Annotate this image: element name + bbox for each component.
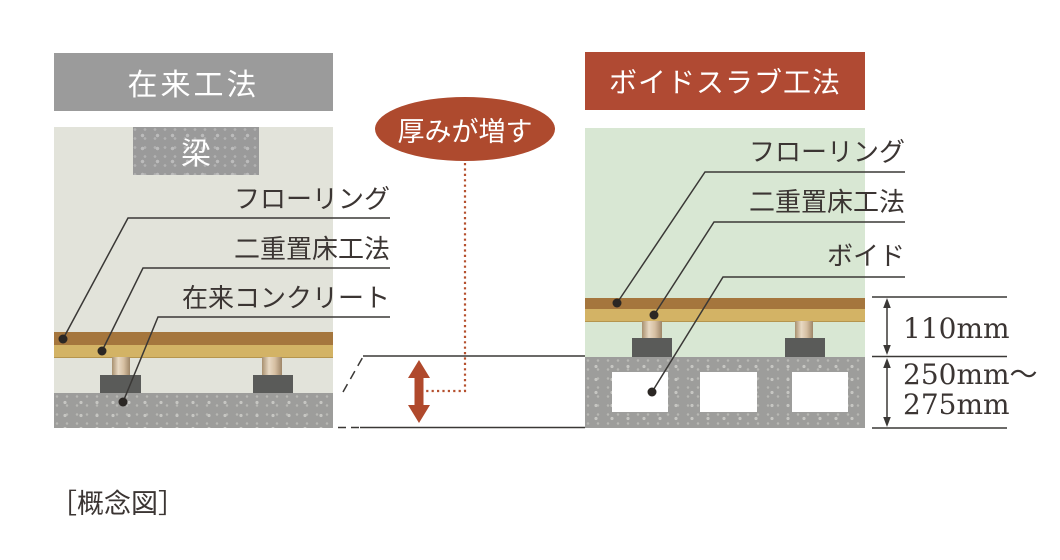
left-label-concrete: 在来コンクリート — [181, 284, 390, 314]
right-void-slab — [585, 357, 865, 428]
right-pedestal-foot — [632, 338, 672, 357]
dimension-lower-line1: 250mm〜 — [903, 358, 1038, 391]
right-panel — [585, 128, 865, 428]
up-down-arrow-icon — [408, 360, 430, 423]
dimension-lower-line2: 275mm — [903, 388, 1010, 421]
right-raised-floor-layer — [585, 309, 865, 322]
dimension-arrowheads — [883, 298, 891, 427]
left-method-title: 在来工法 — [54, 53, 333, 111]
void-hole — [700, 372, 757, 412]
right-pedestal-foot — [785, 338, 825, 357]
thickness-callout: 厚みが増す — [375, 97, 555, 161]
left-support-post — [262, 357, 282, 375]
callout-dotted-connector — [426, 163, 467, 393]
figure-caption: ［概念図］ — [50, 489, 185, 520]
right-support-post — [642, 321, 662, 338]
right-support-post — [795, 321, 813, 338]
break-line — [342, 354, 365, 393]
right-label-flooring: フローリング — [748, 138, 905, 168]
left-raised-floor-layer — [54, 345, 333, 358]
left-concrete-slab — [54, 393, 333, 428]
void-hole — [792, 372, 848, 412]
beam-box: 梁 — [133, 127, 259, 175]
beam-label: 梁 — [181, 137, 211, 172]
thickness-callout-label: 厚みが増す — [397, 116, 533, 148]
right-label-void: ボイド — [826, 242, 905, 272]
left-support-post — [112, 357, 130, 375]
left-label-flooring: フローリング — [233, 185, 390, 215]
dimension-upper-value: 110mm — [903, 312, 1010, 345]
right-method-title: ボイドスラブ工法 — [585, 52, 865, 110]
dimension-lower-value: 250mm〜 275mm — [903, 360, 1038, 420]
left-panel: 梁 — [54, 127, 333, 428]
left-pedestal-foot — [253, 375, 293, 393]
left-label-double-floor: 二重置床工法 — [233, 235, 390, 265]
right-label-double-floor: 二重置床工法 — [748, 188, 905, 218]
void-hole — [612, 372, 668, 412]
left-pedestal-foot — [100, 375, 141, 393]
